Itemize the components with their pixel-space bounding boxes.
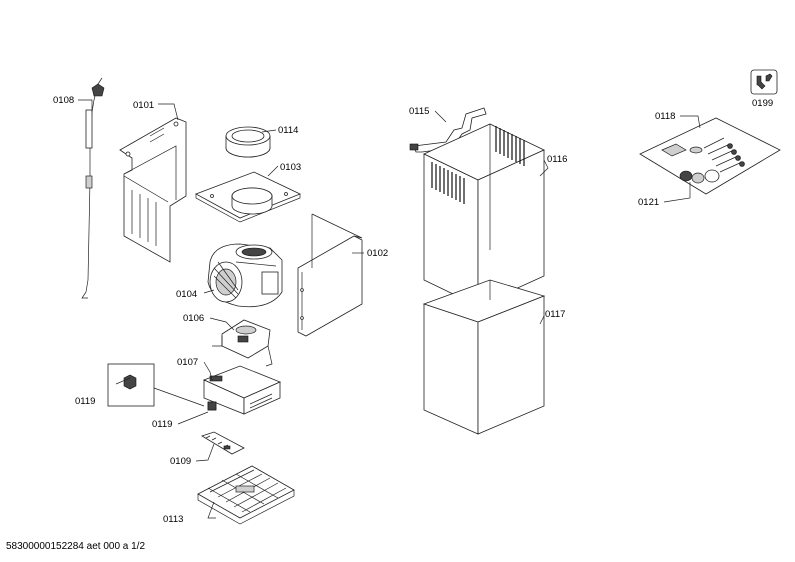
leader-lines bbox=[78, 99, 701, 519]
label-0116: 0116 bbox=[547, 154, 567, 165]
part-0104-fan bbox=[207, 243, 283, 308]
label-0101: 0101 bbox=[133, 100, 154, 111]
part-0109-grille bbox=[201, 431, 245, 455]
part-0118-accessory-bag bbox=[639, 117, 781, 195]
part-0101-bracket bbox=[119, 117, 187, 263]
part-0121-fasteners bbox=[679, 169, 720, 184]
label-0118: 0118 bbox=[655, 111, 675, 122]
label-0114: 0114 bbox=[278, 125, 298, 136]
part-0199-manual-icon bbox=[750, 69, 778, 95]
part-0103-plate bbox=[195, 171, 301, 223]
part-0116-upper-chimney bbox=[423, 123, 545, 307]
label-0199: 0199 bbox=[752, 98, 773, 109]
part-0108-cable bbox=[81, 77, 105, 299]
label-0103: 0103 bbox=[280, 162, 301, 173]
part-0114-ring bbox=[225, 126, 271, 158]
part-0102-panel bbox=[297, 213, 363, 337]
label-0117: 0117 bbox=[545, 309, 565, 320]
label-0115: 0115 bbox=[409, 106, 429, 117]
label-0121: 0121 bbox=[638, 197, 659, 208]
part-0117-lower-chimney bbox=[422, 279, 546, 435]
label-0119-lower: 0119 bbox=[152, 419, 172, 430]
part-0106-bracket bbox=[212, 319, 273, 367]
part-0119-clip-box bbox=[107, 363, 217, 411]
label-0113: 0113 bbox=[163, 514, 183, 525]
part-0113-filter bbox=[197, 465, 295, 525]
label-0106: 0106 bbox=[183, 313, 204, 324]
label-0104: 0104 bbox=[176, 289, 197, 300]
part-labels: 0108 0101 0114 0103 0102 0104 0106 0107 … bbox=[53, 95, 773, 525]
label-0108: 0108 bbox=[53, 95, 74, 106]
label-0102: 0102 bbox=[367, 248, 388, 259]
part-0115-bracket bbox=[409, 107, 487, 153]
label-0109: 0109 bbox=[170, 456, 191, 467]
document-footer: 58300000152284 aet 000 a 1/2 bbox=[6, 541, 146, 552]
label-0119-left: 0119 bbox=[75, 396, 95, 407]
label-0107: 0107 bbox=[177, 357, 198, 368]
